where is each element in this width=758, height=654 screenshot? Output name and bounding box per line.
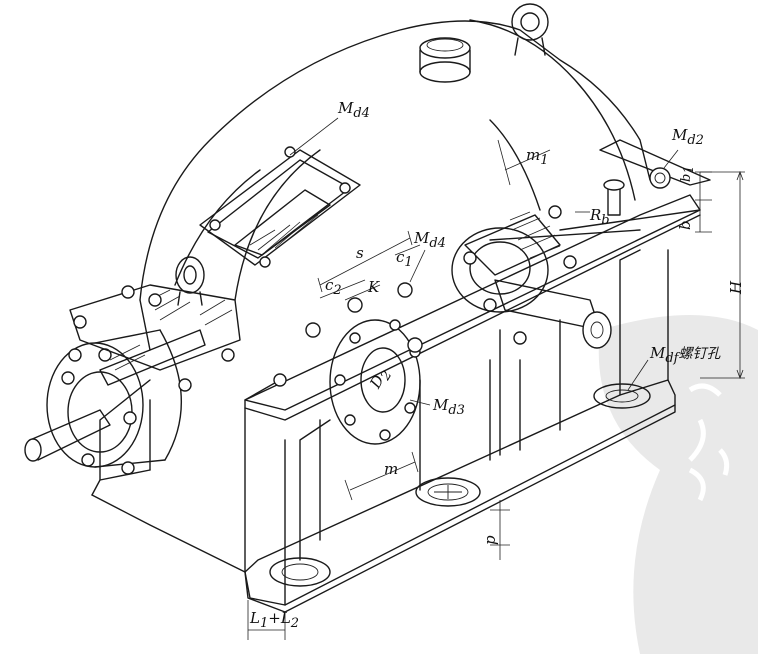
svg-text:b1: b1: [679, 165, 697, 182]
label-Rb: Rb: [589, 206, 610, 228]
label-Md2: Md2: [671, 126, 704, 148]
svg-text:p: p: [481, 535, 499, 545]
svg-text:H: H: [727, 280, 745, 295]
label-c1: c1: [396, 248, 413, 270]
svg-text:m1: m1: [526, 146, 549, 168]
label-b1: b1: [679, 165, 697, 182]
svg-text:m: m: [384, 460, 398, 478]
label-K: K: [367, 278, 380, 296]
svg-text:c1: c1: [396, 248, 413, 270]
left-cutaway: [69, 284, 241, 392]
vent-plug: [419, 37, 471, 83]
inspection-cover: [199, 146, 361, 268]
svg-text:K: K: [367, 278, 380, 296]
label-Md4-mid: Md4: [413, 229, 446, 251]
label-L1-L2: L1+L2: [249, 609, 299, 631]
svg-text:L1+L2: L1+L2: [249, 609, 299, 631]
label-Md3: Md3: [432, 396, 465, 418]
label-Md4-top: Md4: [337, 99, 370, 121]
label-m1: m1: [526, 146, 549, 168]
label-c2: c2: [325, 276, 342, 298]
svg-text:Rb: Rb: [589, 206, 610, 228]
svg-text:Md2: Md2: [671, 126, 704, 148]
lower-housing: [99, 194, 701, 606]
dimension-lines: [247, 117, 745, 640]
label-p: p: [481, 535, 499, 545]
base-plate: [91, 379, 676, 613]
svg-text:Md4: Md4: [337, 99, 370, 121]
svg-text:Md4: Md4: [413, 229, 446, 251]
lifting-eye-left: [175, 256, 205, 306]
lifting-eye-top: [511, 3, 549, 56]
svg-text:Md3: Md3: [432, 396, 465, 418]
label-s: s: [356, 244, 364, 262]
label-m: m: [384, 460, 398, 478]
svg-text:s: s: [356, 244, 364, 262]
svg-text:Mdf螺钉孔: Mdf螺钉孔: [649, 344, 721, 366]
label-b: b: [676, 220, 694, 230]
upper-cover: [139, 19, 711, 351]
svg-text:c2: c2: [325, 276, 342, 298]
middle-bolts: [273, 282, 423, 387]
input-shaft-assembly: [24, 329, 182, 475]
label-H: H: [727, 280, 745, 295]
label-Mdf: Mdf螺钉孔: [649, 344, 721, 366]
watermark-shape: [598, 315, 758, 654]
output-shaft-assembly: [451, 167, 671, 349]
svg-text:b: b: [676, 220, 694, 230]
